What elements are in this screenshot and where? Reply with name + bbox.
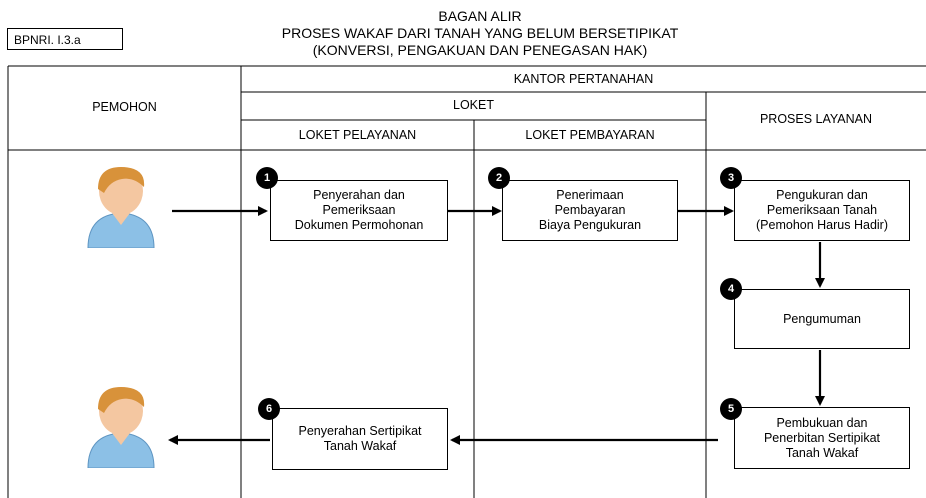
recipient-person-icon xyxy=(87,387,155,468)
step-5-number: 5 xyxy=(720,398,742,420)
header-loket-pembayaran: LOKET PEMBAYARAN xyxy=(525,128,655,142)
step-2-number: 2 xyxy=(488,167,510,189)
step-6-number: 6 xyxy=(258,398,280,420)
step-2-box: Penerimaan Pembayaran Biaya Pengukuran xyxy=(502,180,678,241)
step-5-box: Pembukuan dan Penerbitan Sertipikat Tana… xyxy=(734,407,910,469)
step-4-number: 4 xyxy=(720,278,742,300)
header-proses-layanan: PROSES LAYANAN xyxy=(759,112,873,126)
header-loket-pelayanan: LOKET PELAYANAN xyxy=(298,128,417,142)
applicant-person-icon xyxy=(87,167,155,248)
step-3-number: 3 xyxy=(720,167,742,189)
header-pemohon: PEMOHON xyxy=(92,100,157,114)
title-line-2: PROSES WAKAF DARI TANAH YANG BELUM BERSE… xyxy=(281,25,679,41)
step-6-box: Penyerahan Sertipikat Tanah Wakaf xyxy=(272,408,448,470)
header-loket: LOKET xyxy=(453,98,494,112)
step-1-box: Penyerahan dan Pemeriksaan Dokumen Permo… xyxy=(270,180,448,241)
step-1-number: 1 xyxy=(256,167,278,189)
step-3-box: Pengukuran dan Pemeriksaan Tanah (Pemoho… xyxy=(734,180,910,241)
step-4-box: Pengumuman xyxy=(734,289,910,349)
document-code: BPNRI. I.3.a xyxy=(7,28,123,50)
title-line-1: BAGAN ALIR xyxy=(438,8,522,24)
header-kantor-pertanahan: KANTOR PERTANAHAN xyxy=(513,72,654,86)
title-line-3: (KONVERSI, PENGAKUAN DAN PENEGASAN HAK) xyxy=(312,42,648,58)
